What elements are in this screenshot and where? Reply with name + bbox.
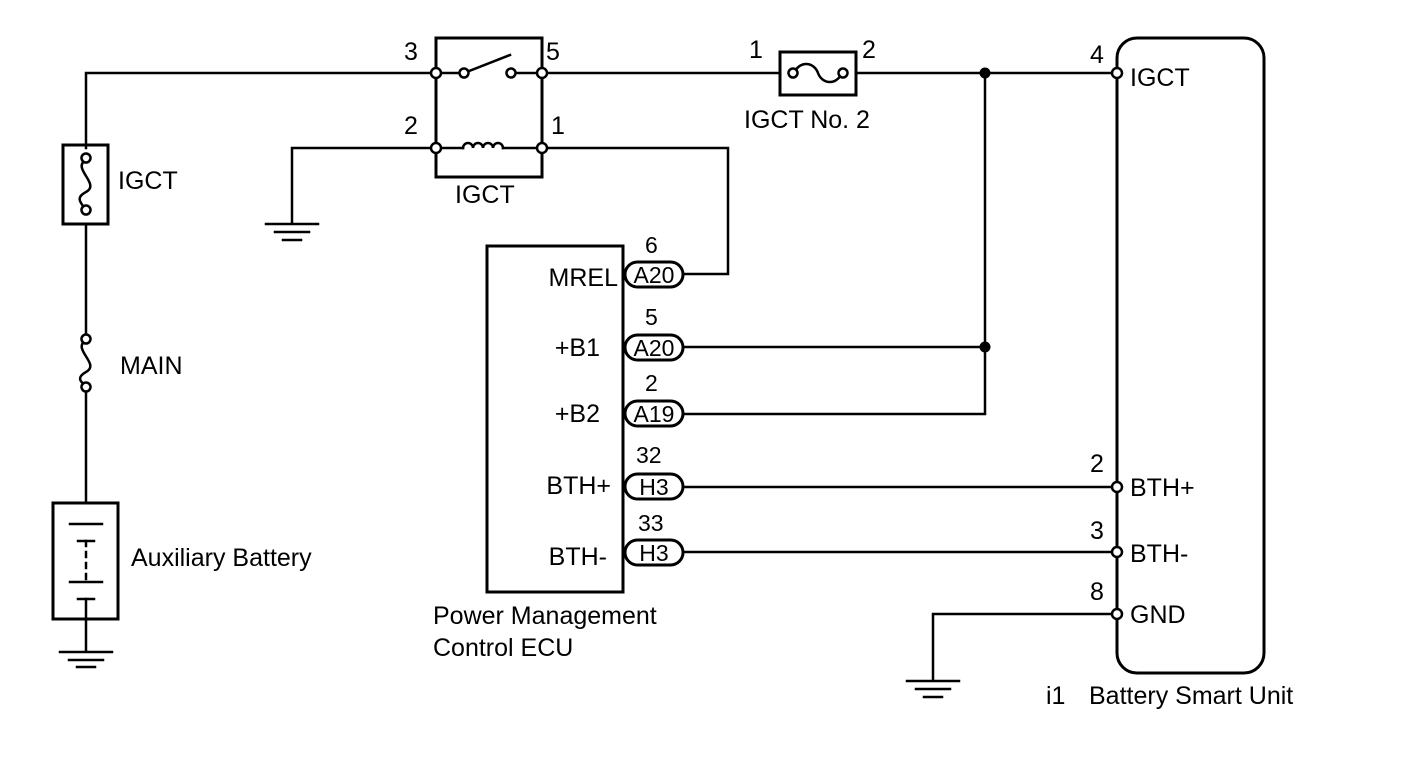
ecu-terminal-name: BTH+	[546, 472, 611, 500]
battery-smart-unit: 4 IGCT 2 BTH+ 3 BTH- 8 GND i1 Battery Sm…	[1046, 36, 1293, 710]
fuse-igct-terminal	[80, 152, 92, 164]
bsu-label: Battery Smart Unit	[1089, 682, 1293, 710]
bsu-terminal-pin: 2	[1090, 450, 1104, 478]
junction-dot	[979, 67, 991, 79]
fuse-no2-label: IGCT No. 2	[744, 106, 870, 134]
ecu-terminal-pin: 2	[645, 370, 658, 396]
fuse-igct: IGCT	[61, 143, 178, 226]
connector-code: H3	[639, 474, 668, 500]
bsu-terminal-pin: 4	[1090, 41, 1104, 69]
relay-terminal	[429, 141, 443, 155]
fuse-main-terminal	[80, 333, 92, 345]
bsu-terminal	[1110, 545, 1124, 559]
battery-label: Auxiliary Battery	[131, 544, 312, 572]
bsu-terminal	[1110, 480, 1124, 494]
fuse-igct-no2: 1 2 IGCT No. 2	[744, 36, 876, 134]
relay-switch-blade	[462, 53, 512, 75]
connector-badge	[623, 472, 685, 501]
ground-icon	[905, 679, 961, 699]
ground-icon	[58, 650, 114, 669]
fuse-igct-terminal	[80, 204, 92, 216]
connector-code: H3	[639, 540, 668, 566]
auxiliary-battery: Auxiliary Battery	[51, 501, 312, 621]
fuse-no2-terminal	[787, 67, 799, 79]
ecu-terminal-name: +B1	[555, 334, 600, 362]
ecu: MREL 6 A20 +B1 5 A20 +B2 2 A19 BTH+ 32 H…	[433, 232, 685, 662]
fuse-main: MAIN	[78, 333, 183, 393]
fuse-igct-label: IGCT	[118, 167, 178, 195]
ground-icon	[264, 222, 320, 242]
relay-pin-1: 1	[551, 112, 565, 140]
relay-label: IGCT	[455, 181, 515, 209]
relay-igct: 3 5 2 1 IGCT	[404, 36, 565, 209]
bsu-terminal	[1110, 66, 1124, 80]
relay-contact	[458, 67, 470, 79]
fuse-main-label: MAIN	[120, 352, 183, 380]
ecu-label-line2: Control ECU	[433, 634, 573, 662]
wire-bsu-gnd	[931, 612, 1119, 682]
relay-pin-2: 2	[404, 112, 418, 140]
junction-dot	[979, 341, 991, 353]
ecu-terminal-name: BTH-	[549, 543, 607, 571]
fuse-no2-pin-1: 1	[749, 36, 763, 64]
connector-badge	[623, 399, 685, 428]
ecu-terminal-pin: 33	[638, 510, 664, 536]
relay-terminal	[535, 66, 549, 80]
ecu-box	[485, 244, 625, 594]
fuse-main-element	[78, 338, 92, 388]
fuse-main-terminal	[80, 381, 92, 393]
wire-relay-coil-ground	[290, 146, 438, 224]
ecu-label-line1: Power Management	[433, 602, 657, 630]
ecu-terminal-pin: 6	[645, 232, 658, 258]
wire-relay-coil-mrel	[540, 146, 730, 276]
ecu-terminal-name: MREL	[549, 264, 619, 292]
fuse-no2-pin-2: 2	[862, 36, 876, 64]
connector-code: A20	[634, 262, 675, 288]
bsu-code: i1	[1046, 682, 1065, 710]
connector-badge	[623, 333, 685, 362]
fuse-no2-box	[778, 50, 858, 97]
fuse-igct-box	[61, 143, 110, 226]
wires	[84, 71, 1119, 682]
connector-code: A20	[634, 335, 675, 361]
bsu-terminal-name: BTH-	[1130, 540, 1188, 568]
ecu-terminal-pin: 5	[645, 304, 658, 330]
relay-coil-icon	[461, 141, 505, 150]
relay-box	[434, 36, 544, 179]
relay-contact	[505, 67, 517, 79]
fuse-no2-element	[792, 62, 844, 84]
fuse-igct-element	[78, 158, 92, 212]
ecu-terminal-pin: 32	[636, 442, 662, 468]
bsu-box	[1115, 36, 1266, 675]
bsu-terminal-pin: 3	[1090, 517, 1104, 545]
relay-pin-5: 5	[546, 38, 560, 66]
relay-terminal	[429, 66, 443, 80]
bsu-terminal-name: BTH+	[1130, 474, 1195, 502]
bsu-terminal	[1110, 607, 1124, 621]
connector-code: A19	[634, 401, 675, 427]
connector-badge	[623, 260, 685, 289]
bsu-terminal-name: IGCT	[1130, 64, 1190, 92]
bsu-terminal-name: GND	[1130, 601, 1186, 629]
relay-pin-3: 3	[404, 38, 418, 66]
wire-b-branch	[681, 71, 987, 416]
connector-badge	[623, 538, 685, 567]
ecu-terminal-name: +B2	[555, 400, 600, 428]
fuse-no2-terminal	[837, 67, 849, 79]
bsu-terminal-pin: 8	[1090, 578, 1104, 606]
relay-terminal	[535, 141, 549, 155]
wire-battery-to-relay	[84, 71, 438, 150]
